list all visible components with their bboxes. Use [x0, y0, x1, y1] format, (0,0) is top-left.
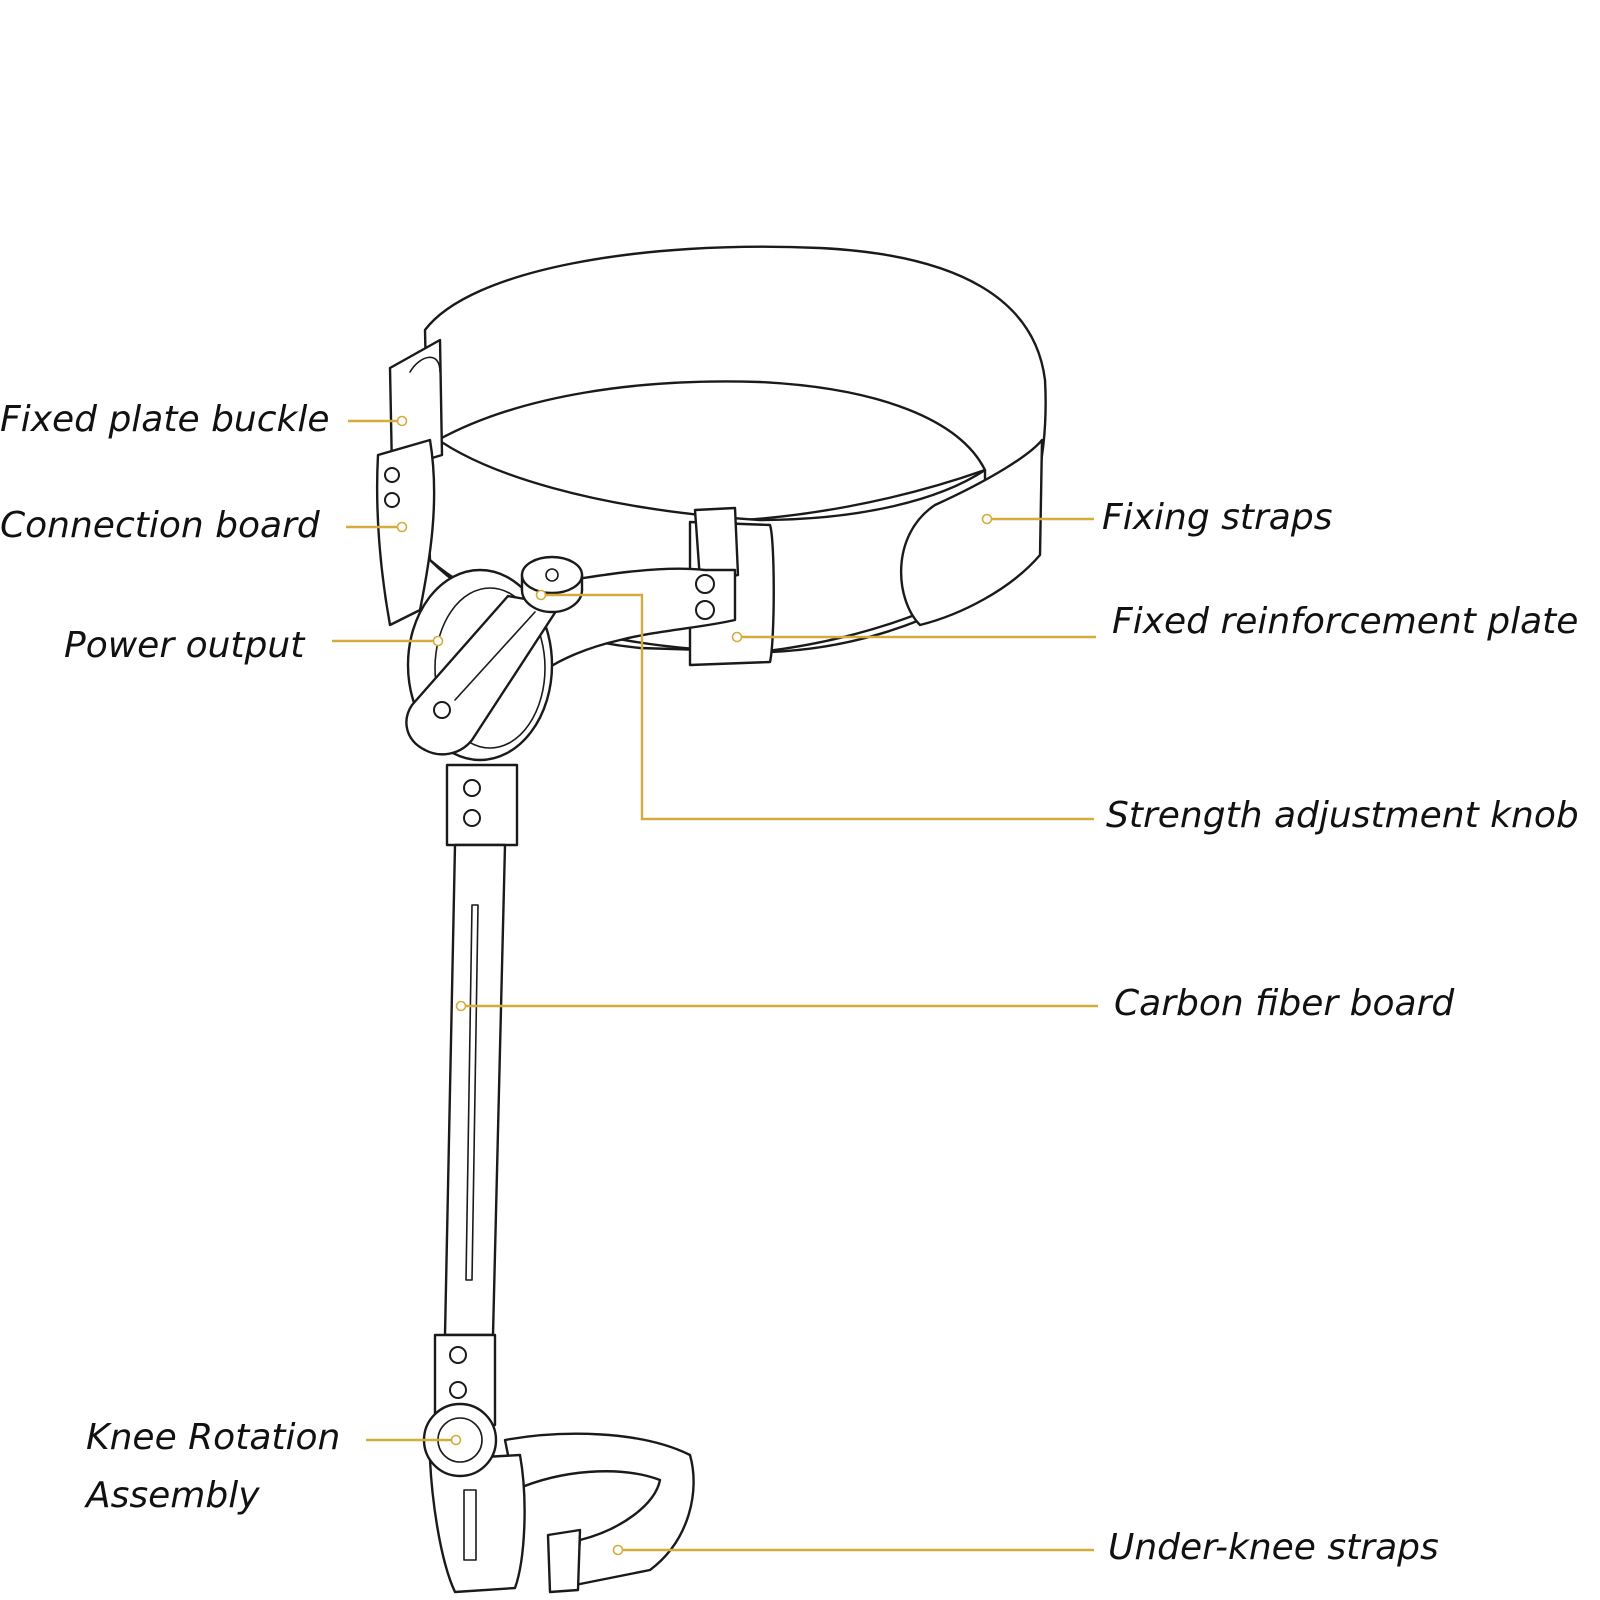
knee-slot: [463, 1489, 477, 1561]
upper-bracket: [445, 763, 519, 847]
lower-hole-1: [449, 1346, 467, 1364]
leader-carbon-fiber-board-dot: [455, 1000, 467, 1012]
connection-hole-1: [384, 467, 400, 483]
leader-fixed-reinforcement-plate-dot: [731, 631, 743, 643]
label-knee-rotation-line2: Assembly: [86, 1475, 260, 1516]
label-under-knee-straps: Under-knee straps: [1108, 1527, 1439, 1568]
fixing-strap-pad: [899, 438, 1044, 627]
label-power-output: Power output: [64, 625, 305, 666]
connection-hole-2: [384, 492, 400, 508]
bracket-hole-1: [463, 779, 481, 797]
knee-cuff: [428, 1453, 526, 1594]
lower-hole-2: [449, 1381, 467, 1399]
under-knee-strap-buckle: [546, 1528, 582, 1594]
label-carbon-fiber-board: Carbon fiber board: [1114, 983, 1455, 1024]
leader-strength-adjustment-knob-dot: [535, 589, 547, 601]
label-connection-board: Connection board: [0, 505, 320, 546]
leader-fixed-plate-buckle-dot: [396, 415, 408, 427]
leader-under-knee-straps-dot: [612, 1544, 624, 1556]
connection-board-shape: [375, 438, 436, 627]
leader-knee-rotation-dot: [450, 1434, 462, 1446]
carbon-fiber-slot: [465, 904, 479, 1281]
label-knee-rotation-line1: Knee Rotation: [86, 1417, 341, 1458]
power-lever-inner: [454, 611, 536, 701]
leader-power-output-dot: [432, 635, 444, 647]
knob-top: [520, 555, 584, 595]
under-knee-strap-back: [503, 1432, 695, 1587]
leader-fixing-straps-dot: [981, 513, 993, 525]
bracket-hole-2: [463, 809, 481, 827]
device-illustration: [375, 245, 1047, 1594]
arm-hole-1: [695, 574, 715, 594]
lever-logo-mark: [433, 701, 451, 719]
leader-strength-adjustment-knob: [541, 593, 1094, 821]
buckle-hook: [409, 356, 441, 373]
label-strength-adjustment-knob: Strength adjustment knob: [1106, 795, 1579, 836]
label-fixing-straps: Fixing straps: [1102, 497, 1333, 538]
plate-clip: [693, 506, 740, 582]
power-output-disc-rim: [434, 587, 546, 749]
leader-connection-board-dot: [396, 521, 408, 533]
fixed-plate-buckle-shape: [388, 338, 444, 472]
arm-hole-2: [695, 600, 715, 620]
label-fixed-reinforcement-plate: Fixed reinforcement plate: [1112, 601, 1579, 642]
leader-lines: [332, 415, 1098, 1556]
label-fixed-plate-buckle: Fixed plate buckle: [0, 399, 330, 440]
knob-center: [545, 568, 559, 582]
